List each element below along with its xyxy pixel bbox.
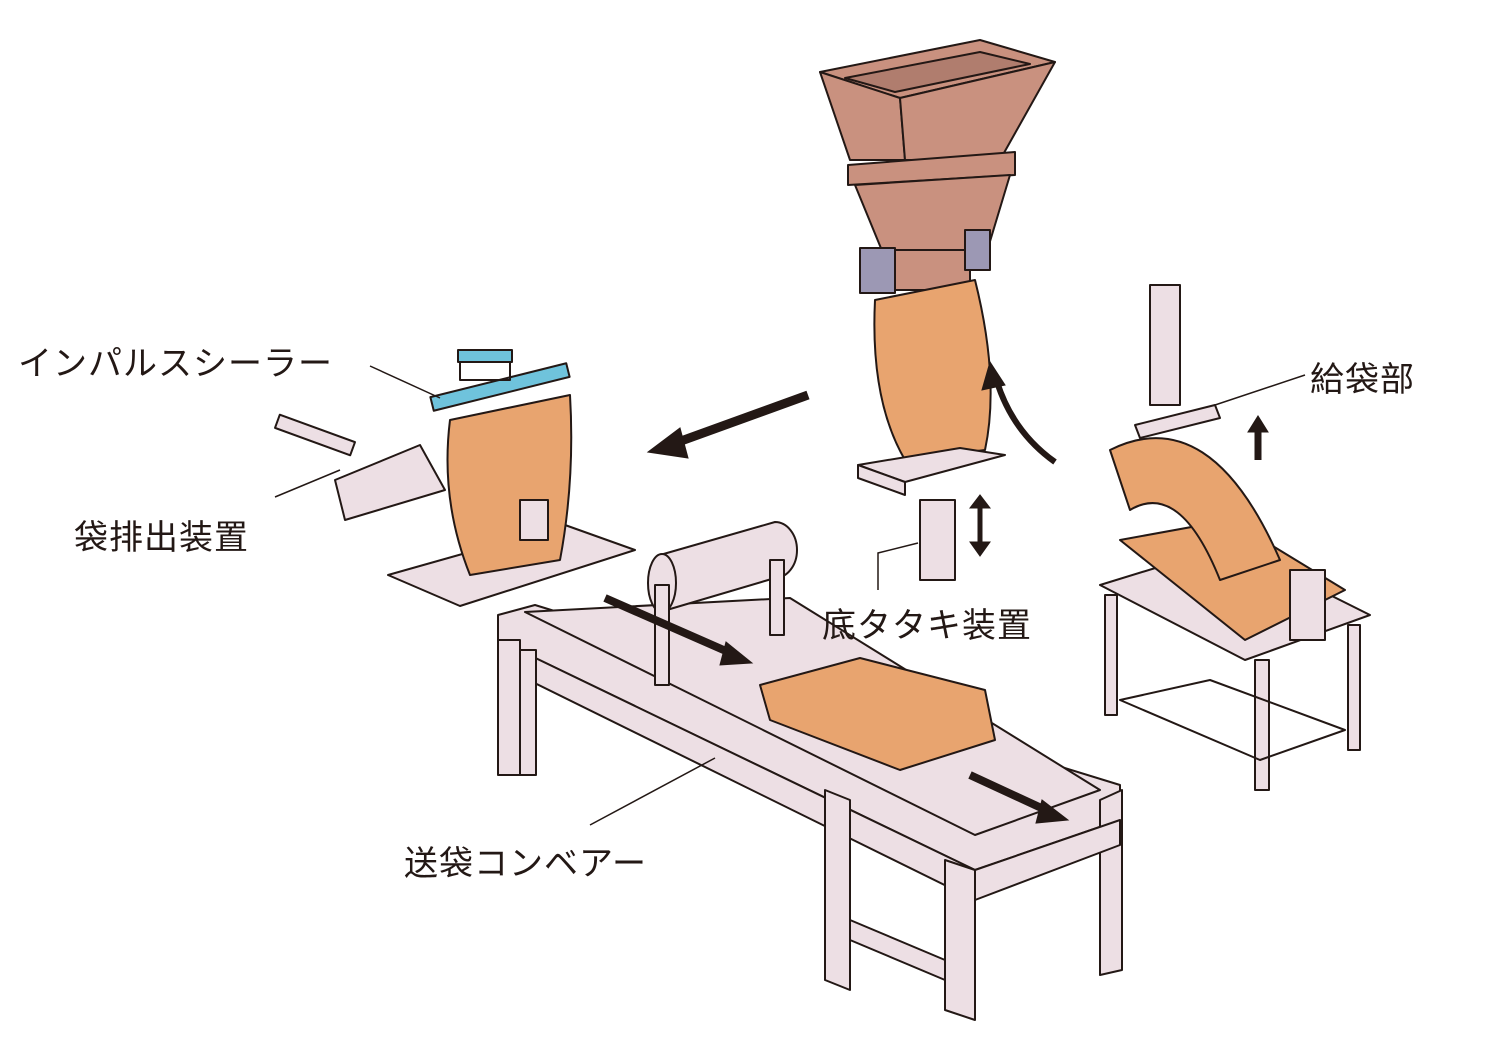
flow-arrows bbox=[603, 360, 1269, 824]
label-impulse-sealer: インパルスシーラー bbox=[18, 344, 333, 384]
label-bag-discharge: 袋排出装置 bbox=[74, 518, 249, 558]
label-bottom-tapper: 底タタキ装置 bbox=[822, 606, 1032, 646]
label-bag-feeder: 給袋部 bbox=[1310, 360, 1415, 400]
bag-feeder bbox=[1099, 284, 1371, 791]
leader-lines bbox=[274, 365, 1306, 826]
hopper bbox=[819, 39, 1056, 581]
impulse-sealer-station bbox=[274, 349, 636, 607]
bag-conveyor bbox=[497, 521, 1123, 1021]
label-bag-conveyor: 送袋コンベアー bbox=[404, 844, 647, 884]
